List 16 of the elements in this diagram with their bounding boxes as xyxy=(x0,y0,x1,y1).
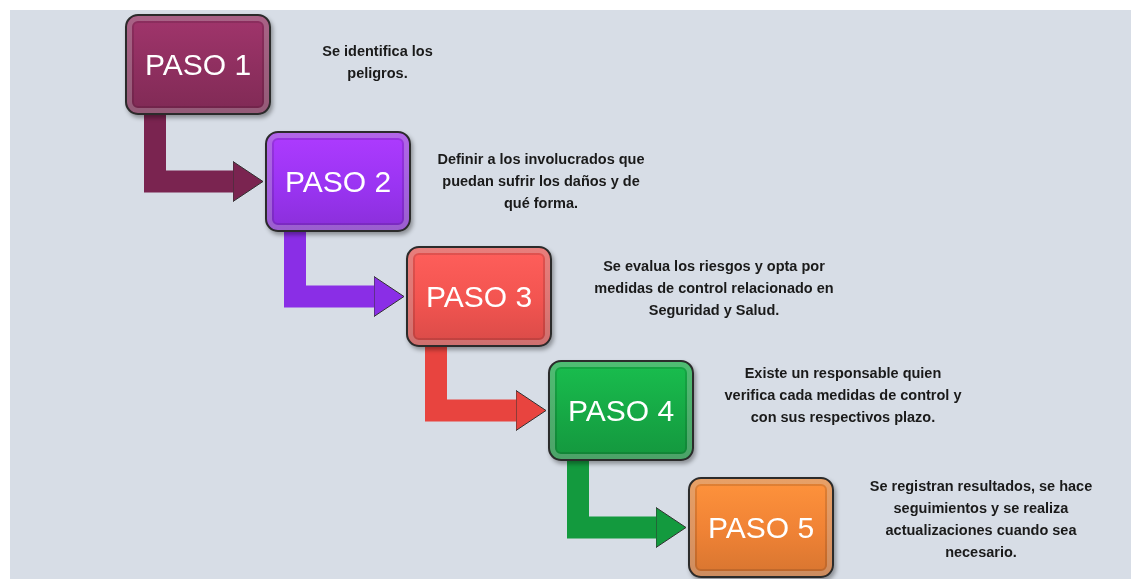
step-description: Definir a los involucrados que puedan sufrir los daños y de qué forma. xyxy=(436,150,646,213)
step-description: Se registran resultados, se hace seguimientos y se realiza actualizaciones cuando sea necesario. xyxy=(868,477,1094,562)
step-box xyxy=(406,246,552,347)
step-label: PASO 3 xyxy=(425,279,533,314)
step-box xyxy=(125,14,271,115)
step-box xyxy=(265,131,411,232)
step-label: PASO 1 xyxy=(144,47,252,82)
step-label: PASO 4 xyxy=(567,393,675,428)
step-description: Existe un responsable quien verifica cada medidas de control y con sus respectivos plazo. xyxy=(723,364,963,427)
arrow xyxy=(425,347,547,431)
step-label: PASO 2 xyxy=(284,164,392,199)
step-box xyxy=(548,360,694,461)
step-label: PASO 5 xyxy=(707,510,815,545)
step-description: Se identifica los peligros. xyxy=(321,42,434,83)
step-box xyxy=(688,477,834,578)
step-description: Se evalua los riesgos y opta por medidas de control relacionado en Seguridad y Salud. xyxy=(593,257,835,320)
